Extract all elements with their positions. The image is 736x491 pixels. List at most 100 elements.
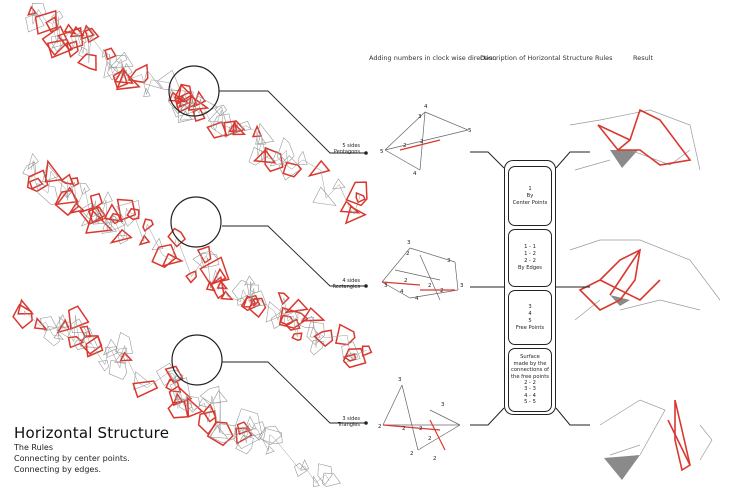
red-cell: [56, 318, 71, 334]
red-cell: [211, 267, 227, 286]
mesh-link: [325, 184, 340, 199]
grey-cell: [263, 428, 283, 445]
red-cell: [33, 316, 48, 331]
diagram-edge: [384, 149, 421, 171]
mesh-link: [325, 334, 348, 339]
grey-cell: [234, 408, 263, 439]
mesh-link: [349, 208, 355, 215]
red-cell: [284, 298, 309, 314]
vertex-number: 2: [420, 139, 424, 145]
grey-cell: [79, 327, 99, 349]
mesh-link: [293, 315, 295, 319]
red-cell: [116, 198, 137, 222]
diagram-edge: [409, 289, 459, 299]
connector-1: [470, 151, 505, 169]
mesh-link: [192, 403, 205, 411]
mesh-link: [75, 187, 85, 210]
mesh-link: [245, 125, 257, 133]
vertex-number: 2: [404, 278, 408, 284]
result-surface: [610, 150, 638, 168]
mesh-link: [353, 197, 360, 215]
mesh-link: [286, 150, 289, 167]
mesh-link: [115, 223, 124, 240]
connector-5: [470, 407, 505, 426]
red-cell: [119, 351, 133, 362]
connector-2: [555, 151, 590, 169]
mesh-link: [233, 128, 239, 132]
diagram-edge: [384, 129, 469, 151]
mesh-link: [221, 109, 224, 126]
grey-cell: [239, 120, 252, 132]
red-cell: [66, 40, 79, 59]
grey-cell: [53, 332, 64, 340]
grey-cell: [108, 51, 134, 69]
mesh-link: [157, 244, 163, 255]
mesh-link: [215, 270, 218, 278]
red-cell: [132, 380, 159, 399]
vertex-number: 2: [402, 426, 406, 432]
mesh-link: [215, 117, 219, 131]
mesh-link: [351, 355, 354, 361]
mesh-link: [62, 324, 64, 328]
pentagon-diagram: [384, 111, 469, 171]
diagram-edge: [454, 261, 459, 291]
mesh-link: [207, 413, 211, 423]
mesh-link: [191, 255, 207, 277]
mesh-link: [146, 372, 169, 388]
red-cell: [104, 47, 117, 61]
mesh-link: [218, 285, 224, 290]
grey-cell: [231, 279, 250, 300]
vertex-number: 4: [413, 171, 417, 177]
mesh-link: [84, 187, 90, 212]
red-cell: [185, 270, 197, 284]
callout-circle-1: [168, 65, 220, 117]
mesh-link: [126, 69, 129, 80]
diagram-edge: [382, 384, 403, 426]
grey-cell: [233, 426, 260, 449]
vertex-number: 2: [419, 426, 423, 432]
grey-cell: [27, 152, 39, 170]
vertex-number: 3: [407, 240, 411, 246]
mesh-link: [211, 395, 220, 433]
title-block: Horizontal Structure The Rules Connectin…: [14, 424, 169, 475]
callout-circle-3: [171, 334, 223, 386]
grey-cell: [244, 415, 257, 431]
mesh-link: [67, 181, 75, 199]
result-red-edge: [597, 108, 692, 166]
red-cell: [85, 209, 114, 234]
callout-dot-2: [364, 284, 368, 288]
diagram-edge: [381, 247, 411, 283]
mesh-link: [35, 183, 49, 194]
red-cell: [27, 5, 38, 16]
mesh-link: [237, 125, 246, 132]
mesh-link: [190, 403, 193, 411]
grey-cell: [299, 316, 314, 328]
mesh-link: [338, 184, 350, 209]
diagram-edge: [409, 247, 456, 263]
vertex-number: 4: [415, 296, 419, 302]
mesh-link: [268, 434, 271, 451]
result-red-edge: [609, 249, 641, 296]
mesh-link: [124, 345, 127, 357]
mesh-strip-1: [25, 2, 368, 225]
mesh-link: [52, 334, 59, 337]
red-cell: [202, 403, 217, 423]
grey-cell: [73, 338, 89, 350]
diagram-edge: [381, 281, 411, 299]
mesh-link: [171, 236, 177, 261]
red-cell: [46, 38, 74, 59]
mesh-link: [222, 285, 228, 297]
mesh-link: [122, 236, 125, 240]
red-cell: [68, 202, 85, 215]
red-cell: [301, 306, 326, 322]
mesh-link: [258, 299, 275, 312]
red-cell: [85, 335, 104, 358]
grey-cell: [143, 87, 151, 98]
grey-cell: [43, 326, 60, 347]
red-cell: [344, 205, 367, 225]
diagram-red-edge: [429, 419, 446, 451]
diagram-red-edge: [382, 424, 441, 431]
red-cell: [248, 297, 267, 319]
